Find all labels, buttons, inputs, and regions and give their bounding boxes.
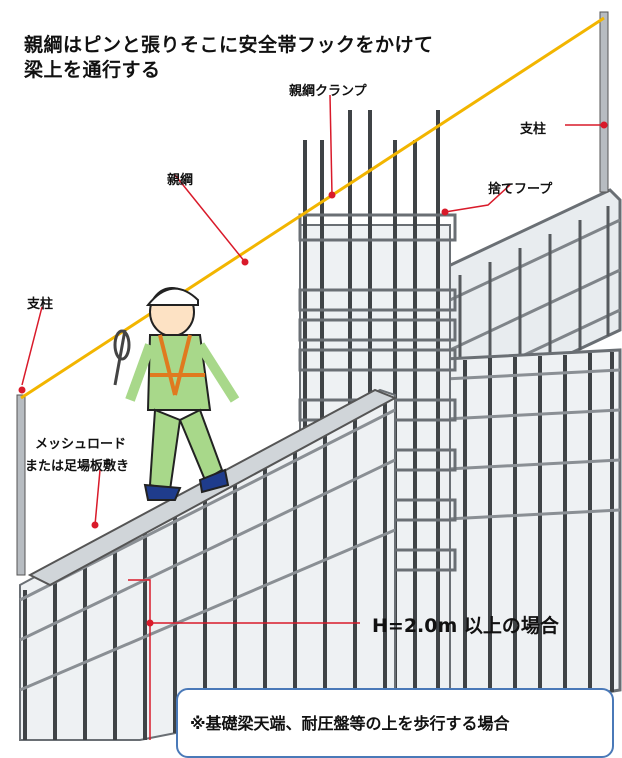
label-post-right: 支柱	[520, 122, 547, 137]
post-left	[16, 394, 26, 576]
label-rope-clamp: 親綱クランプ	[289, 84, 367, 99]
leader-dots	[18, 121, 608, 627]
post-right	[599, 11, 609, 193]
label-mesh-road-1: メッシュロード	[35, 437, 127, 452]
label-discard-hoop: 捨てフープ	[488, 182, 553, 197]
label-post-left: 支柱	[27, 297, 54, 312]
right-beam-horizontals	[424, 368, 621, 522]
leader-lines	[21, 94, 604, 740]
label-mesh-road-2: または足場板敷き	[25, 459, 130, 474]
note-text: ※基礎梁天端、耐圧盤等の上を歩行する場合	[190, 714, 510, 733]
instruction-title-line-1: 親綱はピンと張りそこに安全帯フックをかけて	[24, 34, 434, 56]
label-height-condition: H=2.0m 以上の場合	[372, 615, 559, 637]
instruction-title-line-2: 梁上を通行する	[24, 59, 161, 81]
back-beam-stirrups	[458, 206, 610, 405]
instruction-title: 親綱はピンと張りそこに安全帯フックをかけて 梁上を通行する	[24, 33, 434, 83]
worker-figure	[113, 287, 240, 501]
label-main-rope: 親綱	[167, 173, 194, 188]
